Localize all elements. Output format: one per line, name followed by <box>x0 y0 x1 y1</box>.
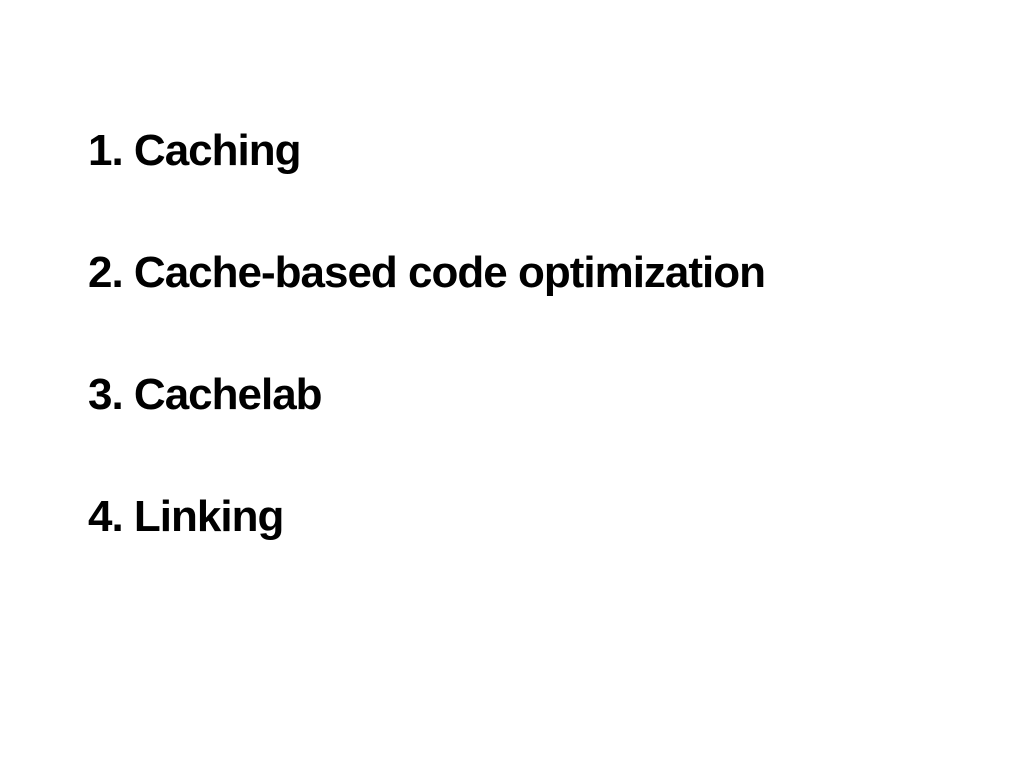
list-item: 1. Caching <box>88 126 302 175</box>
list-item: 4. Linking <box>88 492 284 541</box>
agenda-list: 1. Caching 2. Cache-based code optimizat… <box>88 90 984 578</box>
list-item: 3. Cachelab <box>88 370 323 419</box>
list-item: 2. Cache-based code optimization <box>88 248 766 297</box>
